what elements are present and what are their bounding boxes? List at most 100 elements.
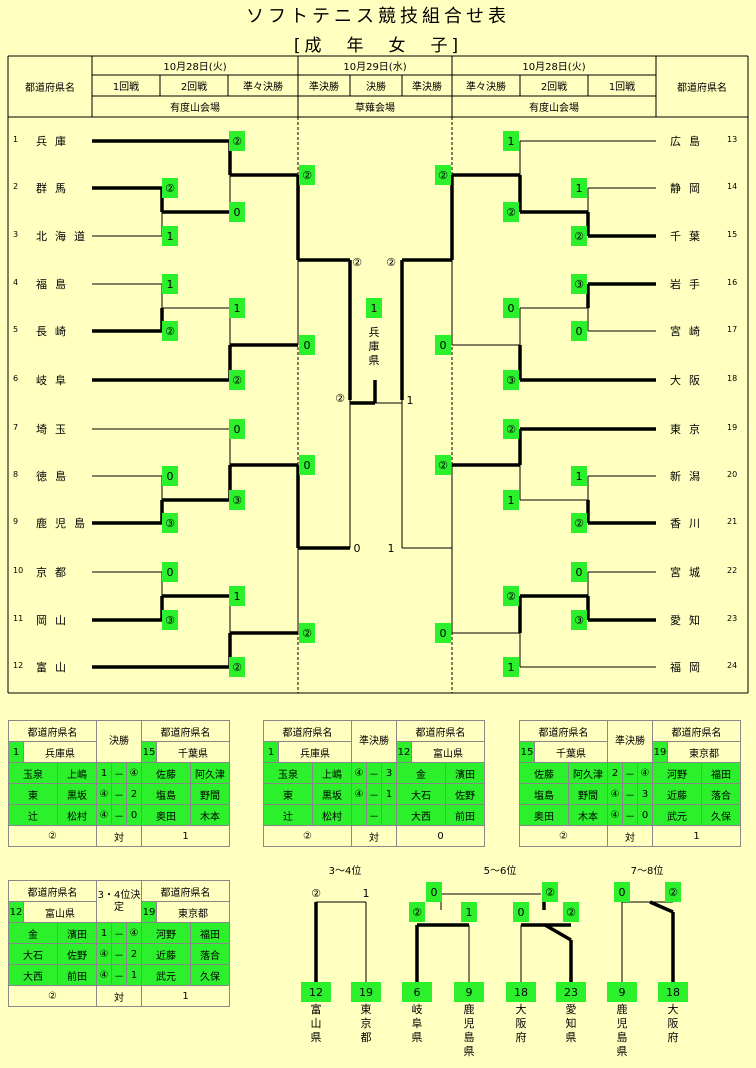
round-center-2: 決勝	[366, 82, 386, 93]
game-score: 1	[126, 964, 142, 986]
game-score: 2	[607, 762, 623, 784]
team-number: 12	[8, 901, 24, 923]
player-name: 木本	[190, 804, 230, 826]
team-number-right: 22	[727, 566, 738, 575]
team-number: 12	[396, 741, 412, 763]
winner-path	[544, 923, 572, 942]
placement-team-number: 23	[556, 982, 586, 1002]
score-text: 1	[387, 541, 395, 555]
pref-label: 都道府県名	[396, 720, 485, 742]
team-number-right: 20	[727, 470, 738, 479]
game-score: 1	[96, 762, 112, 784]
score-box: ②	[503, 586, 519, 606]
score-box: 0	[571, 321, 587, 341]
game-score: 2	[126, 783, 142, 805]
game-score: ④	[607, 804, 623, 826]
score-box: 1	[229, 298, 245, 318]
score-box: 0	[571, 562, 587, 582]
round-right-3: 1回戦	[608, 82, 636, 93]
team-name: 東京都	[667, 741, 741, 763]
player-name: 辻	[263, 804, 313, 826]
player-name: 金	[8, 922, 58, 944]
round-right-2: 2回戦	[540, 82, 568, 93]
team-number-left: 12	[13, 661, 24, 670]
player-name: 武元	[652, 804, 702, 826]
team-name-left: 鹿児島	[36, 517, 93, 530]
pref-label: 都道府県名	[8, 720, 97, 742]
placement-score: 1	[362, 886, 370, 900]
game-score: 0	[637, 804, 653, 826]
placement-score: ②	[665, 882, 681, 902]
team-name-right: 岩手	[670, 278, 708, 291]
placement-score: ②	[542, 882, 558, 902]
player-name: 久保	[190, 964, 230, 986]
vs-label: 対	[607, 825, 653, 847]
score-dash: －	[111, 783, 127, 805]
round-left-1: 1回戦	[112, 82, 140, 93]
date-left: 10月28日(火)	[163, 62, 227, 73]
placement-team-number: 9	[607, 982, 637, 1002]
placement-score: 1	[461, 902, 477, 922]
team-number-right: 24	[727, 661, 738, 670]
team-number: 15	[519, 741, 535, 763]
team-number-right: 18	[727, 374, 738, 383]
team-number: 15	[141, 741, 157, 763]
player-name: 佐野	[445, 783, 485, 805]
team-number-right: 21	[727, 517, 738, 526]
score-dash: －	[366, 762, 382, 784]
team-number-left: 11	[13, 614, 24, 623]
score-box: 0	[435, 335, 451, 355]
team-name-left: 京都	[36, 566, 74, 579]
player-name: 黒坂	[57, 783, 97, 805]
team-total: 1	[141, 825, 230, 847]
team-name-left: 岐阜	[36, 374, 74, 387]
score-dash: －	[622, 762, 638, 784]
player-name: 玉泉	[8, 762, 58, 784]
score-box: ②	[162, 321, 178, 341]
date-right: 10月28日(火)	[522, 62, 586, 73]
team-number-left: 5	[13, 325, 19, 334]
team-name-left: 北海道	[36, 230, 93, 243]
game-score: 3	[637, 783, 653, 805]
game-score: ④	[96, 783, 112, 805]
pref-label: 都道府県名	[8, 880, 97, 902]
player-name: 大石	[8, 943, 58, 965]
player-name: 近藤	[652, 783, 702, 805]
placement-title: 7～8位	[630, 865, 664, 877]
player-name: 河野	[141, 922, 191, 944]
placement-team-name: 富山県	[310, 1003, 322, 1044]
game-score	[351, 804, 367, 826]
team-number-left: 4	[13, 278, 19, 287]
score-box: 0	[503, 298, 519, 318]
player-name: 野間	[568, 783, 608, 805]
team-name: 千葉県	[534, 741, 608, 763]
round-center-1: 準決勝	[309, 82, 339, 93]
score-box: 1	[503, 490, 519, 510]
team-number-right: 13	[727, 135, 738, 144]
team-number: 19	[652, 741, 668, 763]
score-box: ③	[503, 370, 519, 390]
placement-team-number: 9	[454, 982, 484, 1002]
round-right-1: 準々決勝	[466, 82, 506, 93]
team-name-right: 愛知	[670, 614, 708, 627]
pref-header-right: 都道府県名	[677, 83, 727, 94]
score-dash: －	[622, 804, 638, 826]
team-number-right: 19	[727, 423, 738, 432]
player-name: 野間	[190, 783, 230, 805]
player-name: 阿久津	[568, 762, 608, 784]
placement-team-name: 鹿児島県	[463, 1003, 475, 1058]
team-number: 1	[263, 741, 279, 763]
team-name-left: 長崎	[36, 325, 74, 338]
score-box: 0	[229, 419, 245, 439]
player-name: 上嶋	[57, 762, 97, 784]
score-box: 0	[162, 562, 178, 582]
team-total: 1	[652, 825, 741, 847]
game-score: ④	[96, 964, 112, 986]
score-box: 1	[162, 226, 178, 246]
player-name: 辻	[8, 804, 58, 826]
player-name: 東	[263, 783, 313, 805]
score-dash: －	[366, 804, 382, 826]
